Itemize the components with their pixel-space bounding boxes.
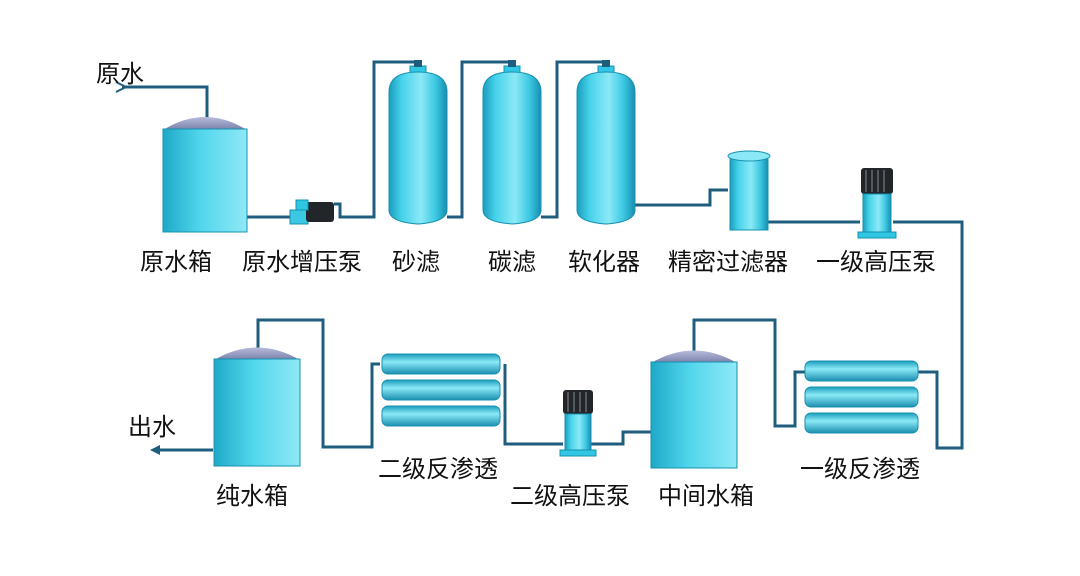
stage2-ro-membranes	[381, 353, 501, 427]
stage2-hp-pump-label: 二级高压泵	[510, 482, 630, 510]
inlet-arrow	[115, 81, 129, 93]
pipe-ro2-to-pure	[256, 318, 380, 449]
sand-filter-vessel	[388, 60, 448, 225]
pipe-hp1-to-ro1	[893, 220, 964, 450]
stage2-hp-pump	[559, 390, 597, 457]
pipe-ro1-to-midtank	[692, 318, 805, 428]
pipe-hp2-to-ro2	[503, 364, 563, 446]
sand-filter-label: 砂滤	[392, 248, 440, 276]
raw-booster-pump	[289, 199, 334, 225]
softener-label: 软化器	[568, 248, 640, 276]
precision-filter-vessel	[727, 150, 771, 231]
stage2-ro-label: 二级反渗透	[378, 455, 498, 483]
pipe-carbon-to-softener	[541, 60, 606, 219]
intermediate-tank	[650, 350, 738, 469]
raw-booster-pump-label: 原水增压泵	[242, 248, 362, 276]
raw-tank	[162, 117, 248, 233]
intermediate-tank-label: 中间水箱	[658, 482, 754, 510]
pipe-softener-to-precision	[633, 188, 728, 207]
pipe-midtank-to-hp2	[588, 430, 651, 446]
raw-tank-label: 原水箱	[140, 248, 212, 276]
softener-vessel	[576, 60, 636, 225]
carbon-filter-label: 碳滤	[488, 248, 536, 276]
precision-filter-label: 精密过滤器	[668, 248, 788, 276]
stage1-ro-label: 一级反渗透	[800, 455, 920, 483]
stage1-hp-pump	[857, 168, 897, 239]
pipe-inlet	[122, 85, 209, 118]
pure-tank-label: 纯水箱	[216, 482, 288, 510]
outlet-arrow	[150, 445, 160, 455]
pipe-sand-to-carbon	[447, 60, 512, 219]
pipe-pump-to-sand	[334, 60, 418, 219]
stage1-ro-membranes	[804, 360, 919, 434]
outlet-label: 出水	[128, 413, 176, 441]
pure-water-tank	[213, 347, 301, 467]
stage1-hp-pump-label: 一级高压泵	[816, 248, 936, 276]
inlet-label: 原水	[96, 60, 144, 88]
pipes	[122, 60, 964, 452]
carbon-filter-vessel	[482, 60, 542, 225]
